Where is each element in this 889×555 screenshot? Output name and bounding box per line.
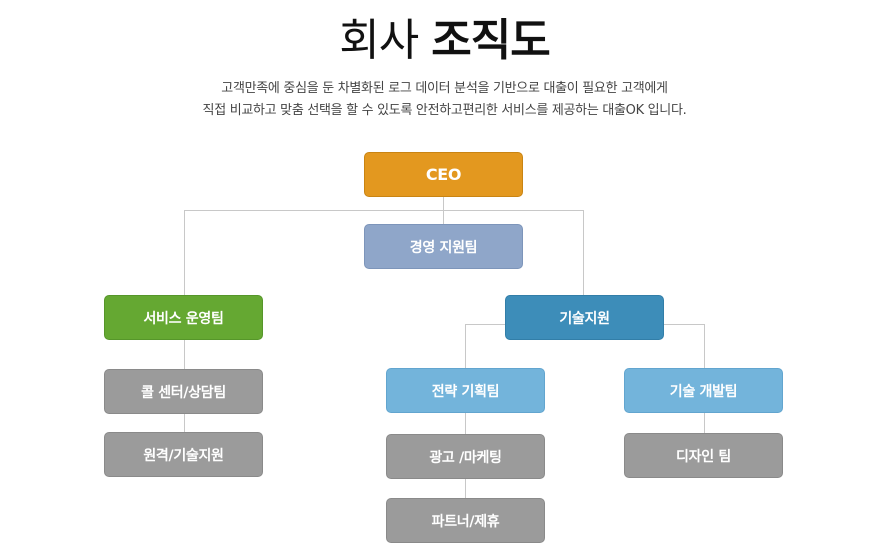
org-node-service-operations: 서비스 운영팀	[104, 295, 263, 340]
page-description: 고객만족에 중심을 둔 차별화된 로그 데이터 분석을 기반으로 대출이 필요한…	[0, 78, 889, 122]
page-title-bold: 조직도	[431, 15, 550, 66]
connector-tech-branch	[465, 324, 705, 368]
description-line-2: 직접 비교하고 맞춤 선택을 할 수 있도록 안전하고편리한 서비스를 제공하는…	[202, 103, 687, 118]
description-line-1: 고객만족에 중심을 둔 차별화된 로그 데이터 분석을 기반으로 대출이 필요한…	[221, 81, 668, 96]
org-node-strategy-planning: 전략 기획팀	[386, 368, 545, 413]
org-node-tech-development: 기술 개발팀	[624, 368, 783, 413]
org-node-ad-marketing: 광고 /마케팅	[386, 434, 545, 479]
org-node-design-team: 디자인 팀	[624, 433, 783, 478]
org-node-remote-support: 원격/기술지원	[104, 432, 263, 477]
page-title: 회사 조직도	[0, 10, 889, 72]
org-node-ceo: CEO	[364, 152, 523, 197]
page-title-light: 회사	[339, 15, 419, 66]
org-node-tech-support: 기술지원	[505, 295, 664, 340]
org-node-call-center: 콜 센터/상담팀	[104, 369, 263, 414]
org-node-partnership: 파트너/제휴	[386, 498, 545, 543]
org-node-management-support: 경영 지원팀	[364, 224, 523, 269]
